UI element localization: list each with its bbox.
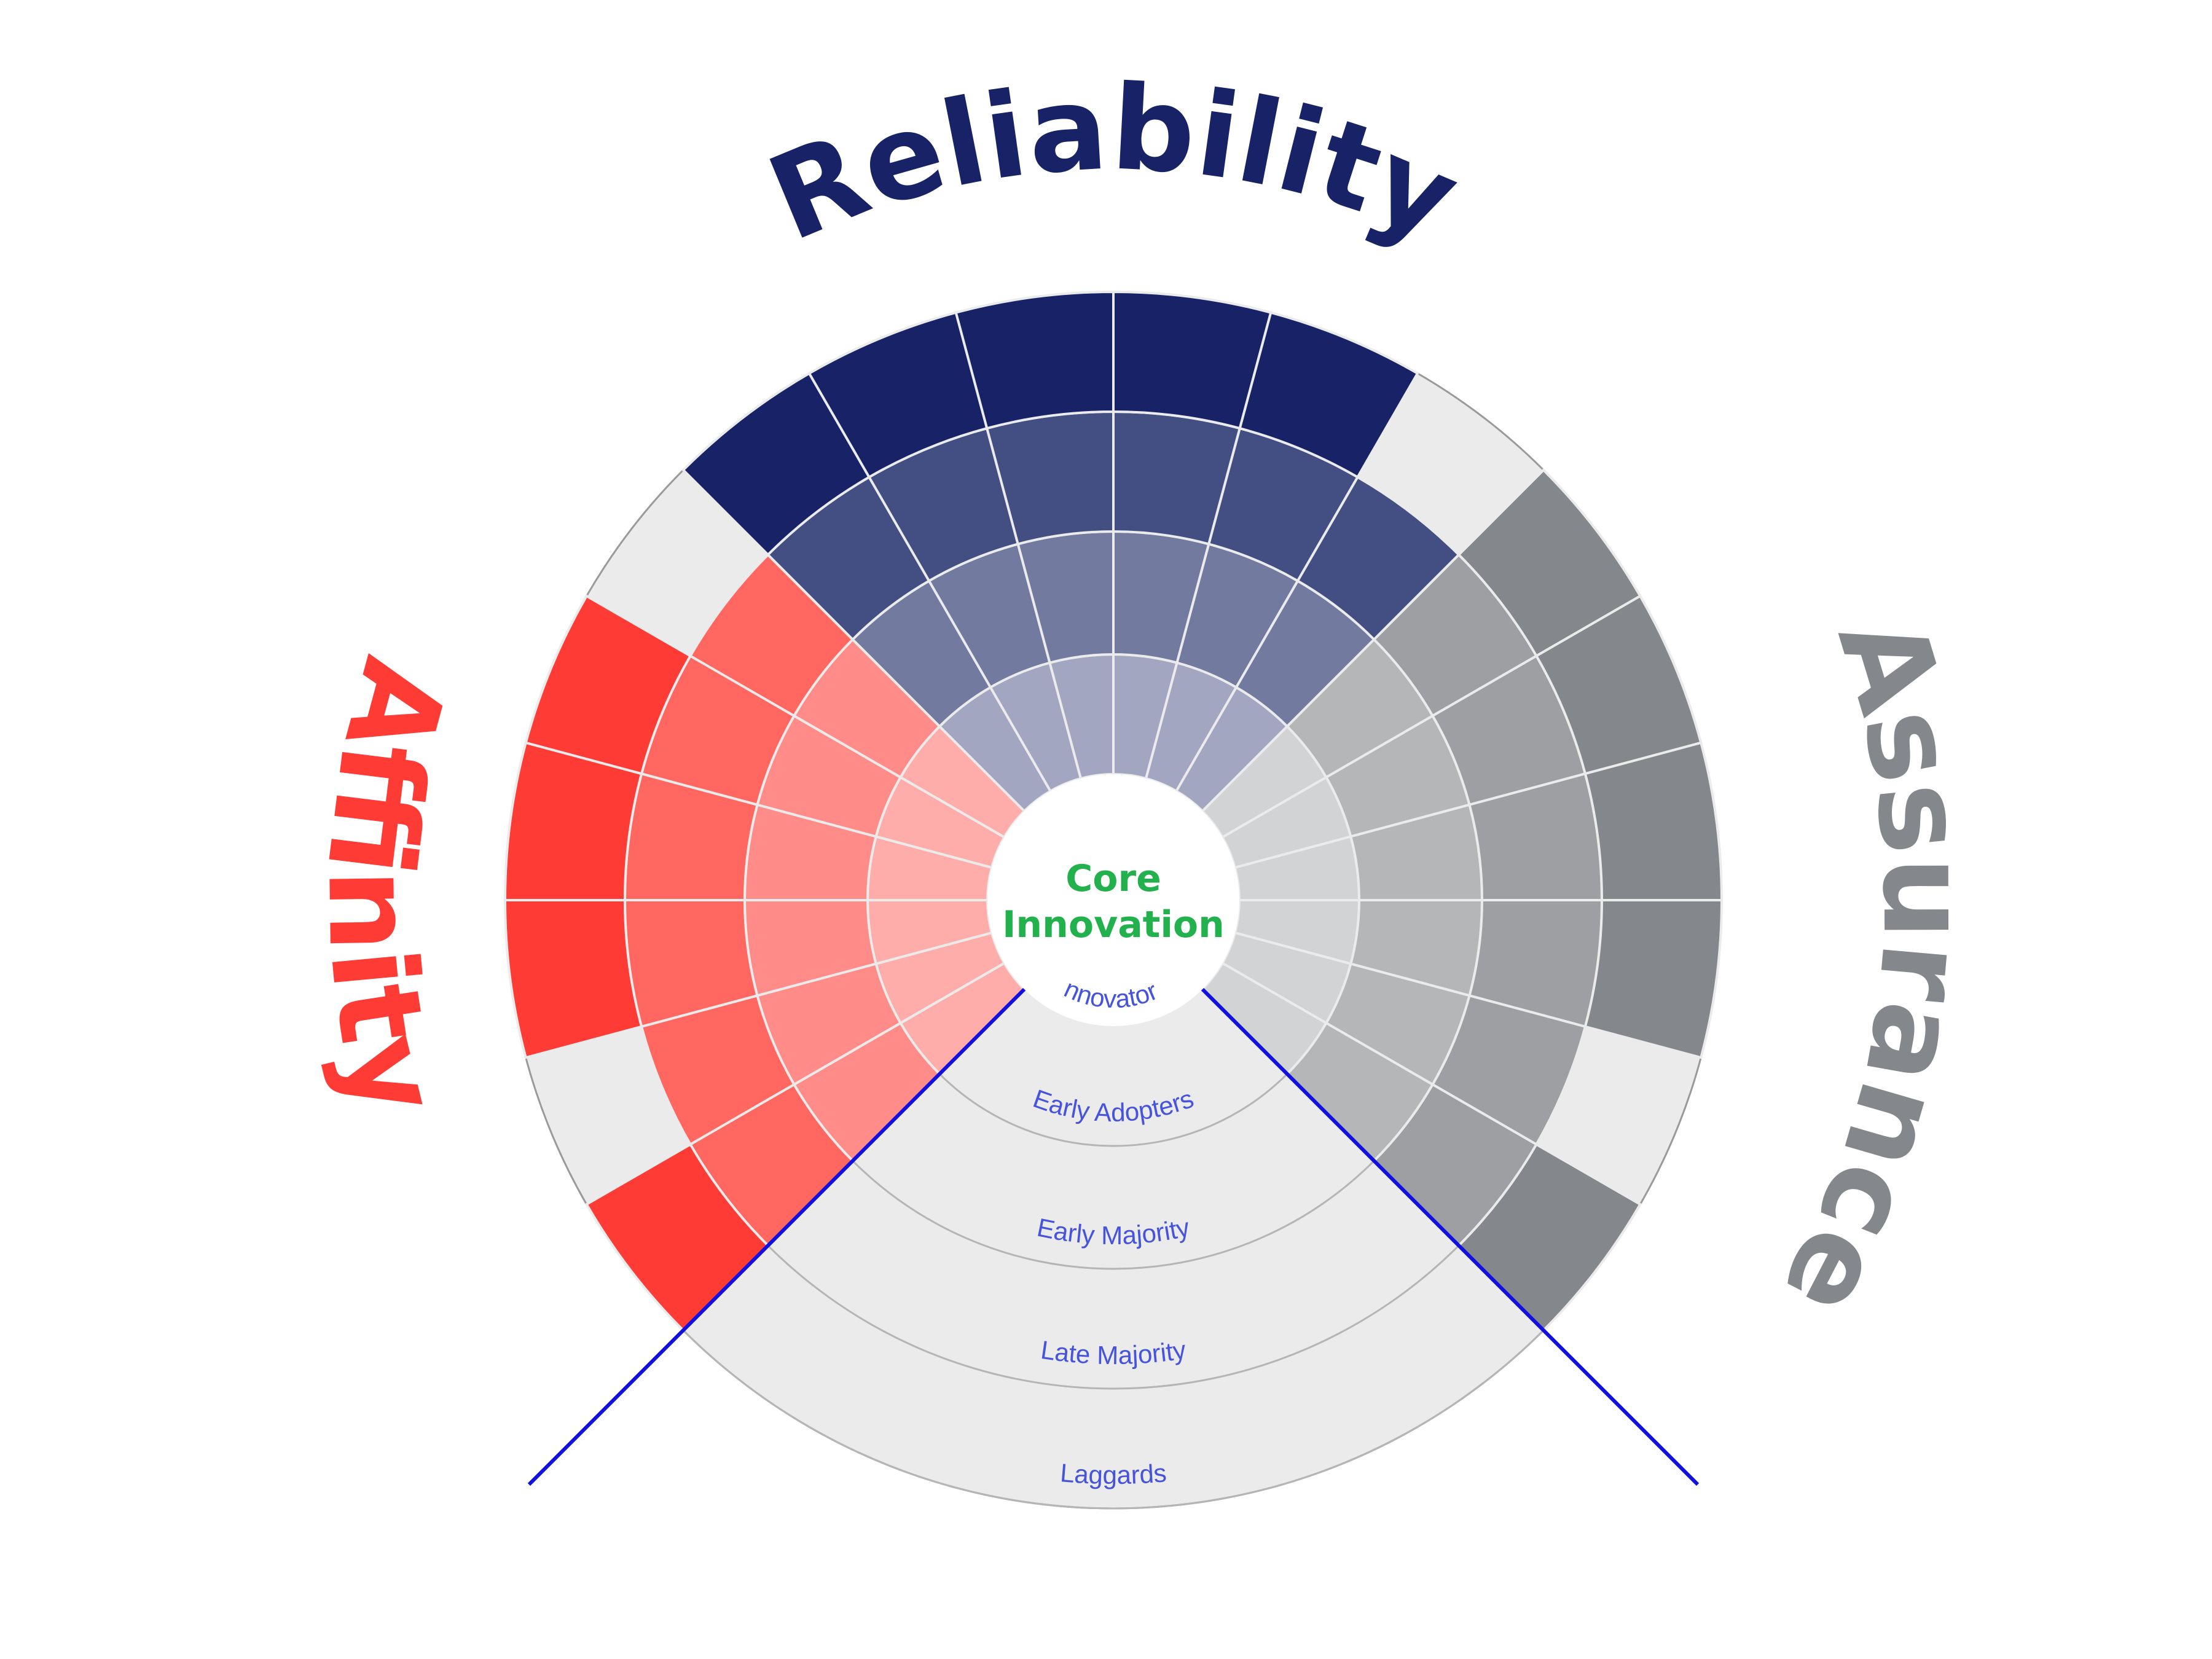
sector-affinity-4-ring-4 [524, 594, 692, 775]
core-label-line1: Core [1065, 857, 1161, 900]
sector-assurance-3-ring-4 [1583, 899, 1724, 1059]
divider-line-left [527, 987, 1026, 1486]
category-label-reliability: Reliability [751, 60, 1477, 267]
ring-label-5: Laggards [1059, 1458, 1167, 1489]
core-label-line2: Innovation [1002, 903, 1225, 946]
ring-label-4: Late Majority [1039, 1335, 1188, 1370]
category-label-assurance: Assurance [1755, 601, 1993, 1339]
ring-outline-3 [767, 1245, 1460, 1390]
sector-reliability-4-ring-4 [1238, 311, 1419, 479]
divider-line-right [1201, 987, 1700, 1486]
sector-affinity-0-ring-4 [584, 1142, 770, 1332]
core-disc [987, 774, 1239, 1026]
ring-outline-4 [682, 1329, 1545, 1510]
ring-outline-2 [852, 1160, 1375, 1270]
ring-outline-1 [939, 1073, 1288, 1147]
category-label-affinity: Affinity [300, 645, 473, 1128]
guide-layer [527, 987, 1700, 1510]
